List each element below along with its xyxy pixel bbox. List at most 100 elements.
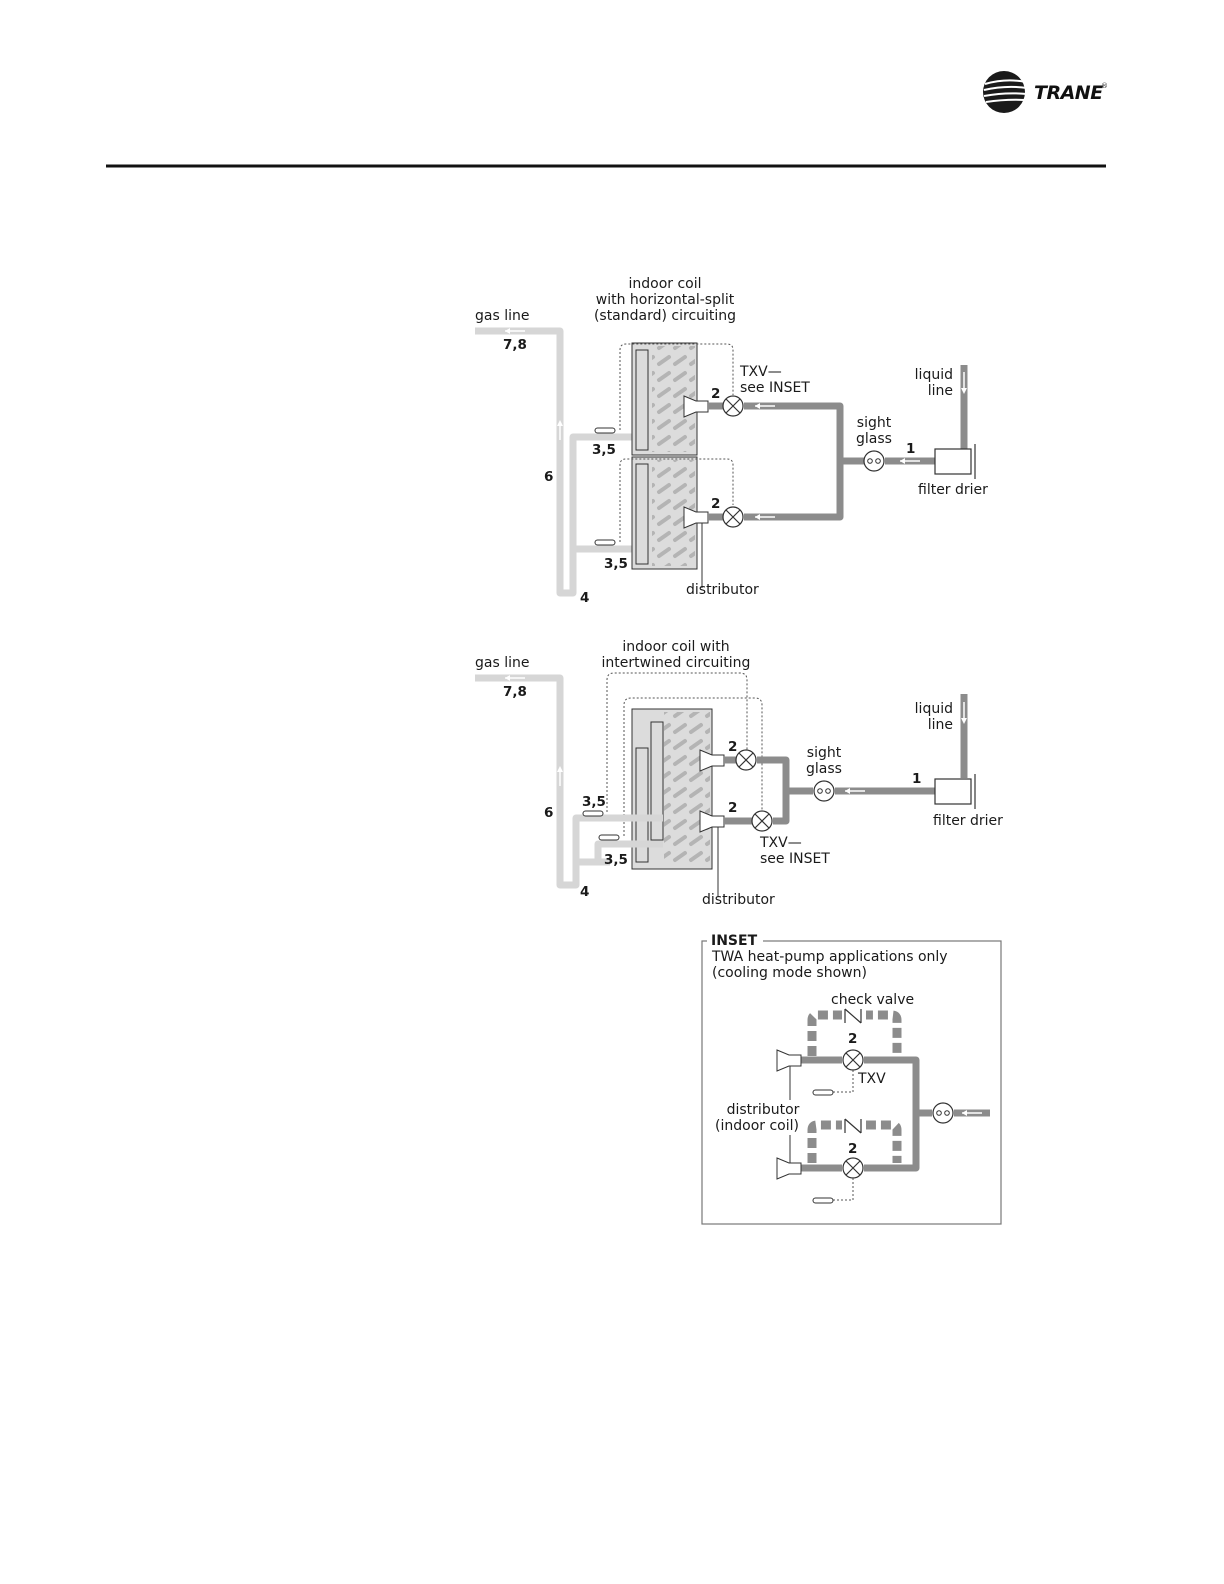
distributor-icon [776,1157,802,1180]
callout-3-5: 3,5 [604,852,628,868]
flow-arrow-head-icon [755,514,760,520]
coil-tube [635,747,649,863]
callout-1: 1 [906,441,915,457]
sight-glass-label-1: sight [807,745,842,761]
distributor-label: distributor [686,582,759,598]
callout-4: 4 [580,884,589,900]
diagram-horizontal-split: indoor coil with horizontal-split (stand… [475,276,988,606]
sight-glass-icon [863,450,885,472]
distributor-icon [776,1049,802,1072]
callout-2: 2 [848,1141,857,1157]
liquid-line-label-1: liquid [915,367,953,383]
check-valve-label: check valve [831,992,914,1008]
gas-line-label: gas line [475,655,529,671]
liquid-line-label-1: liquid [915,701,953,717]
callout-7-8: 7,8 [503,684,527,700]
gas-line-label: gas line [475,308,529,324]
callout-3-5: 3,5 [604,556,628,572]
flow-arrow-head-icon [505,328,510,334]
brand-wordmark: TRANE [1034,82,1103,104]
capillary-dashed [833,1070,854,1093]
gas-line-pipe-upper [475,327,645,597]
capillary-dashed [833,1178,854,1201]
txv-label-line-1: TXV— [759,835,802,851]
header: TRANE ® [106,71,1108,168]
inset-title-backdrop [707,933,763,947]
txv-label-line-2: see INSET [760,851,830,867]
diagram-intertwined: indoor coil with intertwined circuiting … [475,639,1003,908]
callout-2: 2 [728,800,737,816]
trane-swoosh-logo-icon [983,71,1028,113]
distributor-icon [683,506,709,529]
distributor-icon [699,810,725,833]
sight-glass-label-1: sight [857,415,892,431]
txv-valve-icon [722,506,744,528]
flow-arrow-down-head-icon [961,718,967,724]
inset-subtitle-2: (cooling mode shown) [712,965,867,981]
flow-arrow-head-icon [845,788,850,794]
flow-arrow-head-icon [900,458,905,464]
txv-label-line-2: see INSET [740,380,810,396]
callout-2: 2 [711,496,720,512]
check-valve-icon [842,1008,866,1024]
filter-drier-label: filter drier [918,482,988,498]
sight-glass-label-2: glass [806,761,842,777]
callout-2: 2 [848,1031,857,1047]
flow-arrow-head-icon [755,403,760,409]
coil-label-line-2: intertwined circuiting [602,655,751,671]
coil-tube [635,463,649,565]
capillary-dashed [619,343,734,430]
gas-pipe [572,850,610,866]
sensing-bulb-icon [582,810,604,817]
callout-6: 6 [544,805,553,821]
callout-2: 2 [728,739,737,755]
flow-arrow-head-icon [505,675,510,681]
callout-2: 2 [711,386,720,402]
capillary-dashed [619,458,734,542]
coil-tube [650,721,664,841]
distributor-label: distributor [702,892,775,908]
flow-arrow-up-head-icon [557,420,563,426]
filter-drier-label: filter drier [933,813,1003,829]
txv-valve-icon [722,395,744,417]
coil-fins [664,712,710,866]
inset-frame [701,940,1002,1225]
txv-valve-icon [842,1157,864,1179]
callout-3-5: 3,5 [582,794,606,810]
filter-drier-icon [934,774,976,809]
gas-line-branch [594,840,663,862]
flow-arrow-down-head-icon [961,388,967,394]
distributor-icon [683,395,709,418]
callout-1: 1 [912,771,921,787]
gas-line-pipe [475,674,663,889]
inset-box: INSET TWA heat-pump applications only (c… [701,933,1002,1225]
callout-3-5: 3,5 [592,442,616,458]
registered-mark: ® [1101,82,1108,90]
coil-label-line-1: indoor coil with [622,639,729,655]
sensing-bulb-icon [812,1197,834,1204]
flow-arrow-up-head-icon [557,766,563,772]
callout-6: 6 [544,469,553,485]
txv-label: TXV [857,1071,886,1087]
coil-label-line-1: indoor coil [628,276,701,292]
coil-label-line-3: (standard) circuiting [594,308,736,324]
txv-valve-icon [842,1049,864,1071]
txv-label-line-1: TXV— [739,364,782,380]
coil-label-line-2: with horizontal-split [596,292,735,308]
coil-tube [635,349,649,451]
check-valve-icon [842,1118,866,1134]
sight-glass-icon [813,780,835,802]
liquid-line-label-2: line [928,383,953,399]
filter-drier-icon [934,444,976,479]
liquid-line-pipe [744,402,844,521]
sight-glass-label-2: glass [856,431,892,447]
txv-valve-icon [751,810,773,832]
sensing-bulb-icon [594,539,616,546]
callout-4: 4 [580,590,589,606]
distributor-label-2: (indoor coil) [715,1118,799,1134]
distributor-icon [699,749,725,772]
gas-line-pipe-lower [569,437,645,553]
inset-subtitle-1: TWA heat-pump applications only [711,949,948,965]
capillary-dashed [606,672,748,812]
